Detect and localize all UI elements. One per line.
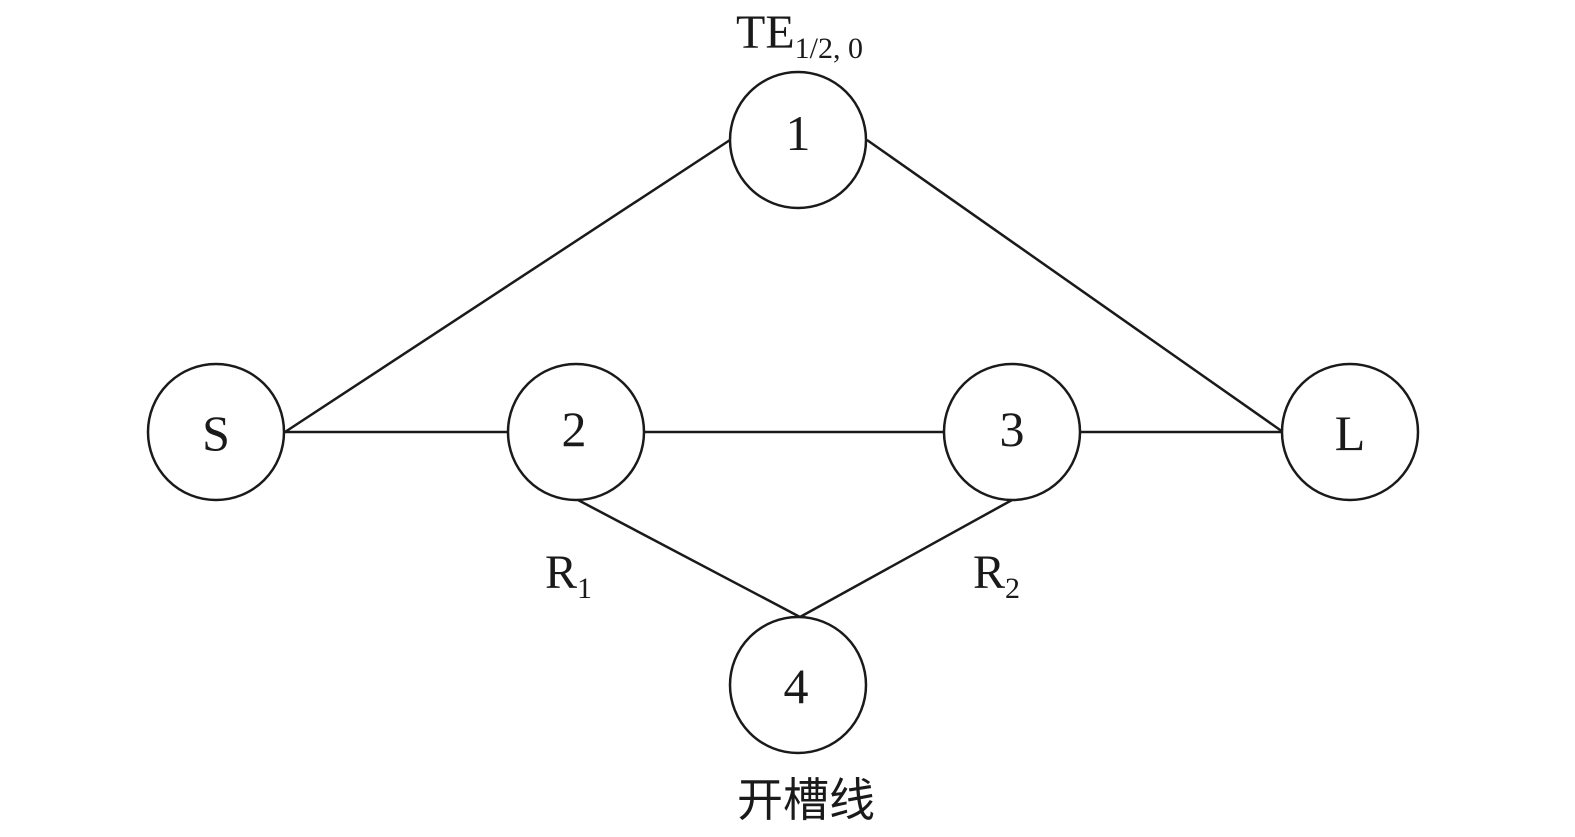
mode-label-sub: 1/2, 0 — [795, 32, 863, 65]
node-l-label: L — [1335, 405, 1366, 461]
node-3-circle — [942, 362, 1082, 502]
edge-1-l — [866, 138, 1284, 434]
r1-label-sub: 1 — [577, 572, 592, 605]
edge-3-4 — [799, 498, 1013, 619]
node-s-circle — [146, 362, 286, 502]
node-l-circle — [1280, 362, 1420, 502]
node-1-label: 1 — [786, 105, 811, 161]
node-2-circle — [506, 362, 646, 502]
node-4: 4 — [728, 615, 868, 755]
mode-label-main: TE — [736, 6, 795, 59]
edge-s-1 — [284, 138, 731, 434]
node-4-label: 4 — [784, 658, 809, 714]
r1-label-main: R — [545, 546, 577, 599]
node-3: 3 — [942, 362, 1082, 502]
node-2: 2 — [506, 362, 646, 502]
slot-line-caption: 开槽线 — [737, 773, 875, 827]
edges — [284, 138, 1284, 619]
mode-label: TE1/2, 0 — [736, 6, 863, 65]
node-3-label: 3 — [1000, 401, 1025, 457]
node-1-circle — [728, 70, 868, 210]
r2-label-main: R — [973, 546, 1005, 599]
node-4-circle — [728, 615, 868, 755]
node-2-label: 2 — [562, 401, 587, 457]
node-s: S — [146, 362, 286, 502]
r1-label: R1 — [545, 546, 592, 605]
node-1: 1 — [728, 70, 868, 210]
node-l: L — [1280, 362, 1420, 502]
node-s-label: S — [202, 405, 230, 461]
edge-2-4 — [577, 498, 801, 619]
r2-label: R2 — [973, 546, 1020, 605]
r2-label-sub: 2 — [1005, 572, 1020, 605]
